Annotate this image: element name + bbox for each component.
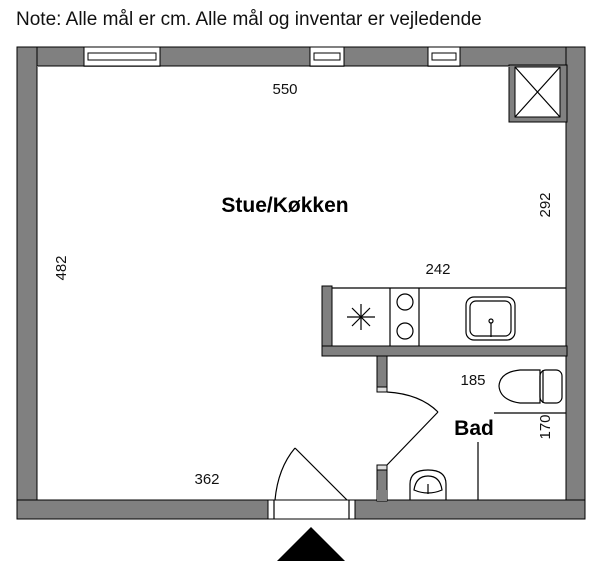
dim-bottom-width: 362 <box>194 471 219 488</box>
outer-walls <box>16 46 586 520</box>
windows <box>83 46 461 67</box>
dim-top-width: 550 <box>272 81 297 98</box>
ventilation-shaft <box>514 66 561 118</box>
fridge-icon <box>347 304 375 330</box>
bathroom-walls <box>376 355 566 502</box>
kitchen-counter <box>321 285 568 357</box>
dim-left-height: 482 <box>53 255 70 280</box>
bathroom-sink-icon <box>409 469 447 500</box>
kitchen-sink-icon <box>465 296 516 341</box>
entrance-arrow-icon <box>277 527 345 561</box>
room-label-bath: Bad <box>454 417 494 440</box>
dim-bath-width: 185 <box>460 372 485 389</box>
entry-door <box>267 447 356 520</box>
dim-kitchen-width: 242 <box>425 261 450 278</box>
toilet-icon <box>498 369 563 404</box>
note-text: Note: Alle mål er cm. Alle mål og invent… <box>16 9 482 30</box>
dim-right-height: 292 <box>537 192 554 217</box>
bathroom-door <box>386 391 439 466</box>
dim-bath-height: 170 <box>537 414 554 439</box>
room-label-living: Stue/Køkken <box>221 194 348 217</box>
stove-icon <box>396 293 414 340</box>
